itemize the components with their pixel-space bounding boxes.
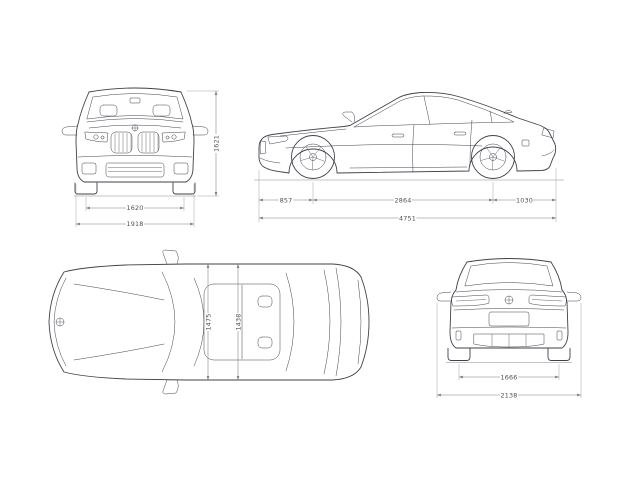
side-front-wheel	[291, 135, 335, 179]
front-bumper	[77, 155, 193, 178]
dim-front-overall-width: 1918	[126, 220, 143, 228]
rear-car-body	[436, 258, 582, 349]
dim-side-front-overhang: 857	[280, 196, 293, 204]
side-rear-wheel	[471, 135, 515, 179]
dim-rear-width-incl-mirrors: 2138	[500, 391, 517, 399]
dim-side-wheelbase: 2864	[394, 196, 411, 204]
rear-view-drawing: 1666 2138	[436, 258, 582, 399]
dim-top-width-front: 1475	[205, 313, 213, 330]
bmw-roundel-icon	[131, 124, 139, 132]
rear-wheels	[447, 348, 571, 361]
front-headlights	[84, 131, 186, 143]
front-view-drawing: 1620 1918 1621	[61, 87, 221, 228]
bmw-roundel-icon	[504, 295, 514, 305]
front-wheels	[74, 182, 196, 195]
dim-top-width-rear: 1438	[235, 313, 243, 330]
top-sunroof	[203, 283, 281, 361]
bmw-roundel-icon	[55, 317, 65, 327]
side-car-body	[258, 92, 557, 174]
front-dimensions: 1620 1918 1621	[75, 90, 221, 228]
dim-front-track-width: 1620	[126, 204, 143, 212]
side-view-drawing: 857 2864 1030 4751	[254, 92, 564, 222]
side-dimensions: 857 2864 1030 4751	[258, 168, 557, 222]
top-view-drawing: 1475 1438	[48, 249, 370, 395]
front-car-body	[61, 87, 209, 183]
dim-side-overall-length: 4751	[399, 214, 416, 222]
rear-taillights	[451, 294, 567, 307]
front-grille	[110, 131, 160, 154]
top-dimensions: 1475 1438	[205, 264, 243, 380]
dim-front-overall-height: 1621	[213, 135, 221, 152]
dim-side-rear-overhang: 1030	[516, 196, 533, 204]
dim-rear-track-width: 1666	[500, 373, 517, 381]
rear-dimensions: 1666 2138	[436, 303, 582, 399]
